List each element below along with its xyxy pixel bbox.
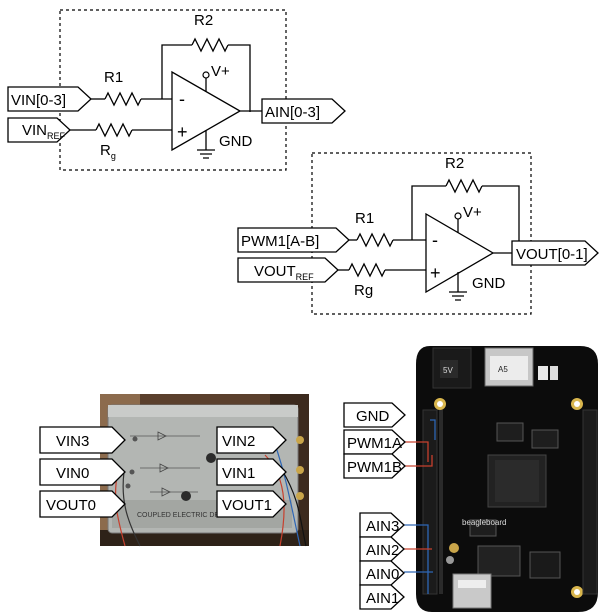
- label-vin1-text: VIN1: [222, 465, 255, 482]
- top-ref-label: VINREF: [22, 122, 66, 141]
- board-header-right: [582, 409, 598, 595]
- bottom-rg-label: Rg: [354, 282, 373, 299]
- bottom-amplifier-circuit: R2 R1 Rg - + V+ GND PWM1[A-B] VOUTREF VO…: [237, 152, 599, 315]
- label-ain3: [359, 512, 405, 538]
- bottom-output-port: [511, 240, 599, 266]
- top-amplifier-circuit: R2 R1 Rg - + V+ GND VIN[0-3] VINREF AIN[…: [7, 9, 346, 171]
- label-pwm1b: [343, 453, 406, 479]
- label-vin2-text: VIN2: [222, 433, 255, 450]
- label-ain1: [359, 584, 405, 610]
- board-photo: 5V A5 beagleboard GND PWM1A: [343, 346, 598, 612]
- label-ain0-text: AIN0: [366, 566, 399, 583]
- label-pwm1a: [343, 429, 406, 455]
- bottom-r1-label: R1: [355, 210, 374, 227]
- board-header-left: [422, 409, 438, 595]
- top-vplus-label: V+: [211, 63, 230, 80]
- label-gnd-text: GND: [356, 408, 390, 425]
- label-vin3: [39, 426, 126, 454]
- bottom-output-label: VOUT[0-1]: [516, 246, 588, 263]
- enclosure-printed-text: COUPLED ELECTRIC DRI: [137, 512, 221, 519]
- top-r2-label: R2: [194, 12, 213, 29]
- board-logo-text: beagleboard: [462, 518, 506, 527]
- label-vin3-text: VIN3: [56, 433, 89, 450]
- label-vout0-text: VOUT0: [46, 497, 96, 514]
- top-rg-label: Rg: [100, 142, 116, 161]
- board-a5-text: A5: [498, 365, 508, 374]
- enclosure-photo: COUPLED ELECTRIC DRI VIN3 VIN0 VOUT0 VIN…: [39, 394, 309, 547]
- label-vout0: [39, 490, 126, 518]
- board-5v-text: 5V: [443, 366, 453, 375]
- board-usb-port: [452, 573, 492, 609]
- bottom-opamp-minus: -: [432, 230, 438, 250]
- label-ain3-text: AIN3: [366, 518, 399, 535]
- bottom-input-port: [237, 227, 350, 253]
- top-input-label: VIN[0-3]: [11, 92, 66, 109]
- label-ain2-text: AIN2: [366, 542, 399, 559]
- label-vin1: [216, 458, 287, 486]
- bottom-opamp-plus: +: [430, 263, 441, 283]
- top-opamp-minus: -: [179, 89, 185, 109]
- enclosure-knob: [206, 453, 216, 463]
- label-pwm1b-text: PWM1B: [347, 459, 402, 476]
- label-vin0-text: VIN0: [56, 465, 89, 482]
- top-ground-symbol: [197, 149, 215, 159]
- bottom-ref-port: [237, 257, 339, 283]
- top-opamp-plus: +: [177, 122, 188, 142]
- bottom-vplus-label: V+: [463, 204, 482, 221]
- top-ref-port: [7, 117, 71, 143]
- bottom-r2-resistor: [445, 178, 483, 194]
- label-ain0: [359, 560, 405, 586]
- top-rg-resistor: [95, 122, 133, 138]
- top-r1-label: R1: [104, 69, 123, 86]
- label-ain2: [359, 536, 405, 562]
- label-ain1-text: AIN1: [366, 590, 399, 607]
- bottom-ground-symbol: [449, 291, 467, 301]
- top-r2-resistor: [191, 37, 229, 53]
- top-vplus-terminal: [202, 71, 210, 79]
- bottom-vplus-terminal: [454, 212, 462, 220]
- top-output-port: [261, 98, 346, 124]
- bottom-opamp: [425, 212, 495, 294]
- bottom-rg-resistor: [348, 262, 386, 278]
- bottom-ref-label: VOUTREF: [254, 263, 314, 282]
- label-vin0: [39, 458, 126, 486]
- bottom-input-label: PWM1[A-B]: [241, 233, 319, 250]
- label-pwm1a-text: PWM1A: [347, 435, 402, 452]
- top-input-port: [7, 86, 92, 112]
- top-r1-resistor: [104, 91, 142, 107]
- bottom-gnd-label: GND: [472, 275, 506, 292]
- label-vout1-text: VOUT1: [222, 497, 272, 514]
- bottom-r2-label: R2: [445, 155, 464, 172]
- label-gnd: [343, 402, 406, 428]
- bottom-r1-resistor: [356, 232, 394, 248]
- top-output-label: AIN[0-3]: [265, 104, 320, 121]
- label-vout1: [216, 490, 287, 518]
- top-gnd-label: GND: [219, 133, 253, 150]
- label-vin2: [216, 426, 287, 454]
